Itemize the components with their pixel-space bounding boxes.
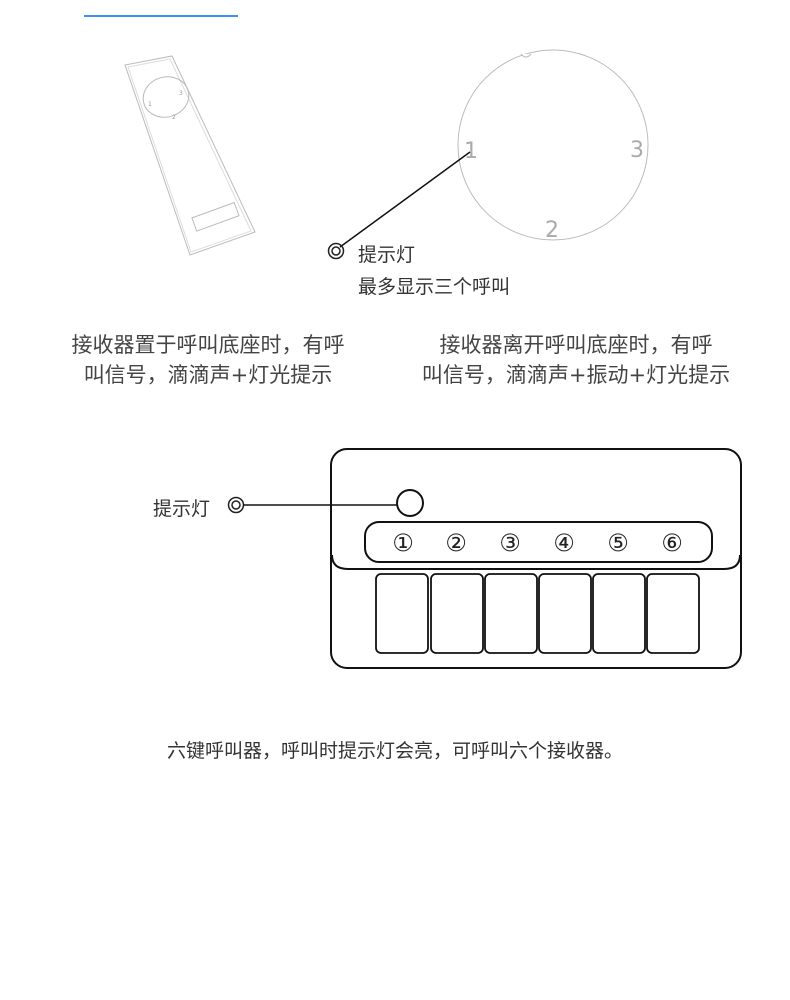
receiver-indicator-note: 最多显示三个呼叫: [358, 276, 511, 298]
footer-description: 六键呼叫器，呼叫时提示灯会亮，可呼叫六个接收器。: [166, 740, 623, 762]
caption-right-line-2: 叫信号，滴滴声+振动+灯光提示: [421, 363, 731, 387]
caller-illustration: ① ② ③ ④ ⑤ ⑥: [227, 448, 742, 669]
leader-line: [339, 151, 471, 248]
dial-number-3: 3: [630, 138, 644, 163]
indicator-light-icon: [327, 242, 345, 260]
dial-number-2: 2: [545, 218, 559, 243]
remote-number-1: 1: [148, 101, 152, 108]
call-key-3[interactable]: [484, 573, 538, 654]
key-number-6: ⑥: [661, 529, 683, 557]
dial-number-1: 1: [464, 139, 478, 164]
receiver-dial-drawing: [457, 49, 649, 241]
accent-divider: [84, 15, 238, 17]
key-number-5: ⑤: [607, 529, 629, 557]
receiver-illustration: 1 2 3 1 2 3: [124, 49, 649, 260]
caller-indicator-light: [396, 489, 424, 517]
indicator-light-icon: [227, 496, 245, 514]
remote-number-2: 2: [172, 114, 176, 121]
call-key-4[interactable]: [538, 573, 592, 654]
number-strip: [364, 521, 713, 563]
key-number-1: ①: [392, 529, 414, 557]
call-key-6[interactable]: [646, 573, 700, 654]
panel-divider: [331, 554, 741, 570]
caption-right: 接收器离开呼叫底座时，有呼 叫信号，滴滴声+振动+灯光提示: [396, 330, 756, 390]
caller-body: [330, 448, 742, 669]
call-key-5[interactable]: [592, 573, 646, 654]
caption-left: 接收器置于呼叫底座时，有呼 叫信号，滴滴声+灯光提示: [38, 330, 378, 390]
caption-right-line-1: 接收器离开呼叫底座时，有呼: [439, 333, 713, 357]
receiver-indicator-label: 提示灯: [358, 244, 416, 266]
caption-left-line-1: 接收器置于呼叫底座时，有呼: [71, 333, 345, 357]
key-number-4: ④: [553, 529, 575, 557]
caption-left-line-2: 叫信号，滴滴声+灯光提示: [83, 363, 333, 387]
key-number-2: ②: [445, 529, 467, 557]
call-key-2[interactable]: [430, 573, 484, 654]
caller-indicator-label: 提示灯: [153, 498, 211, 520]
remote-receiver-drawing: [124, 55, 256, 256]
remote-number-3: 3: [179, 90, 183, 97]
key-number-3: ③: [499, 529, 521, 557]
call-key-1[interactable]: [375, 573, 429, 654]
